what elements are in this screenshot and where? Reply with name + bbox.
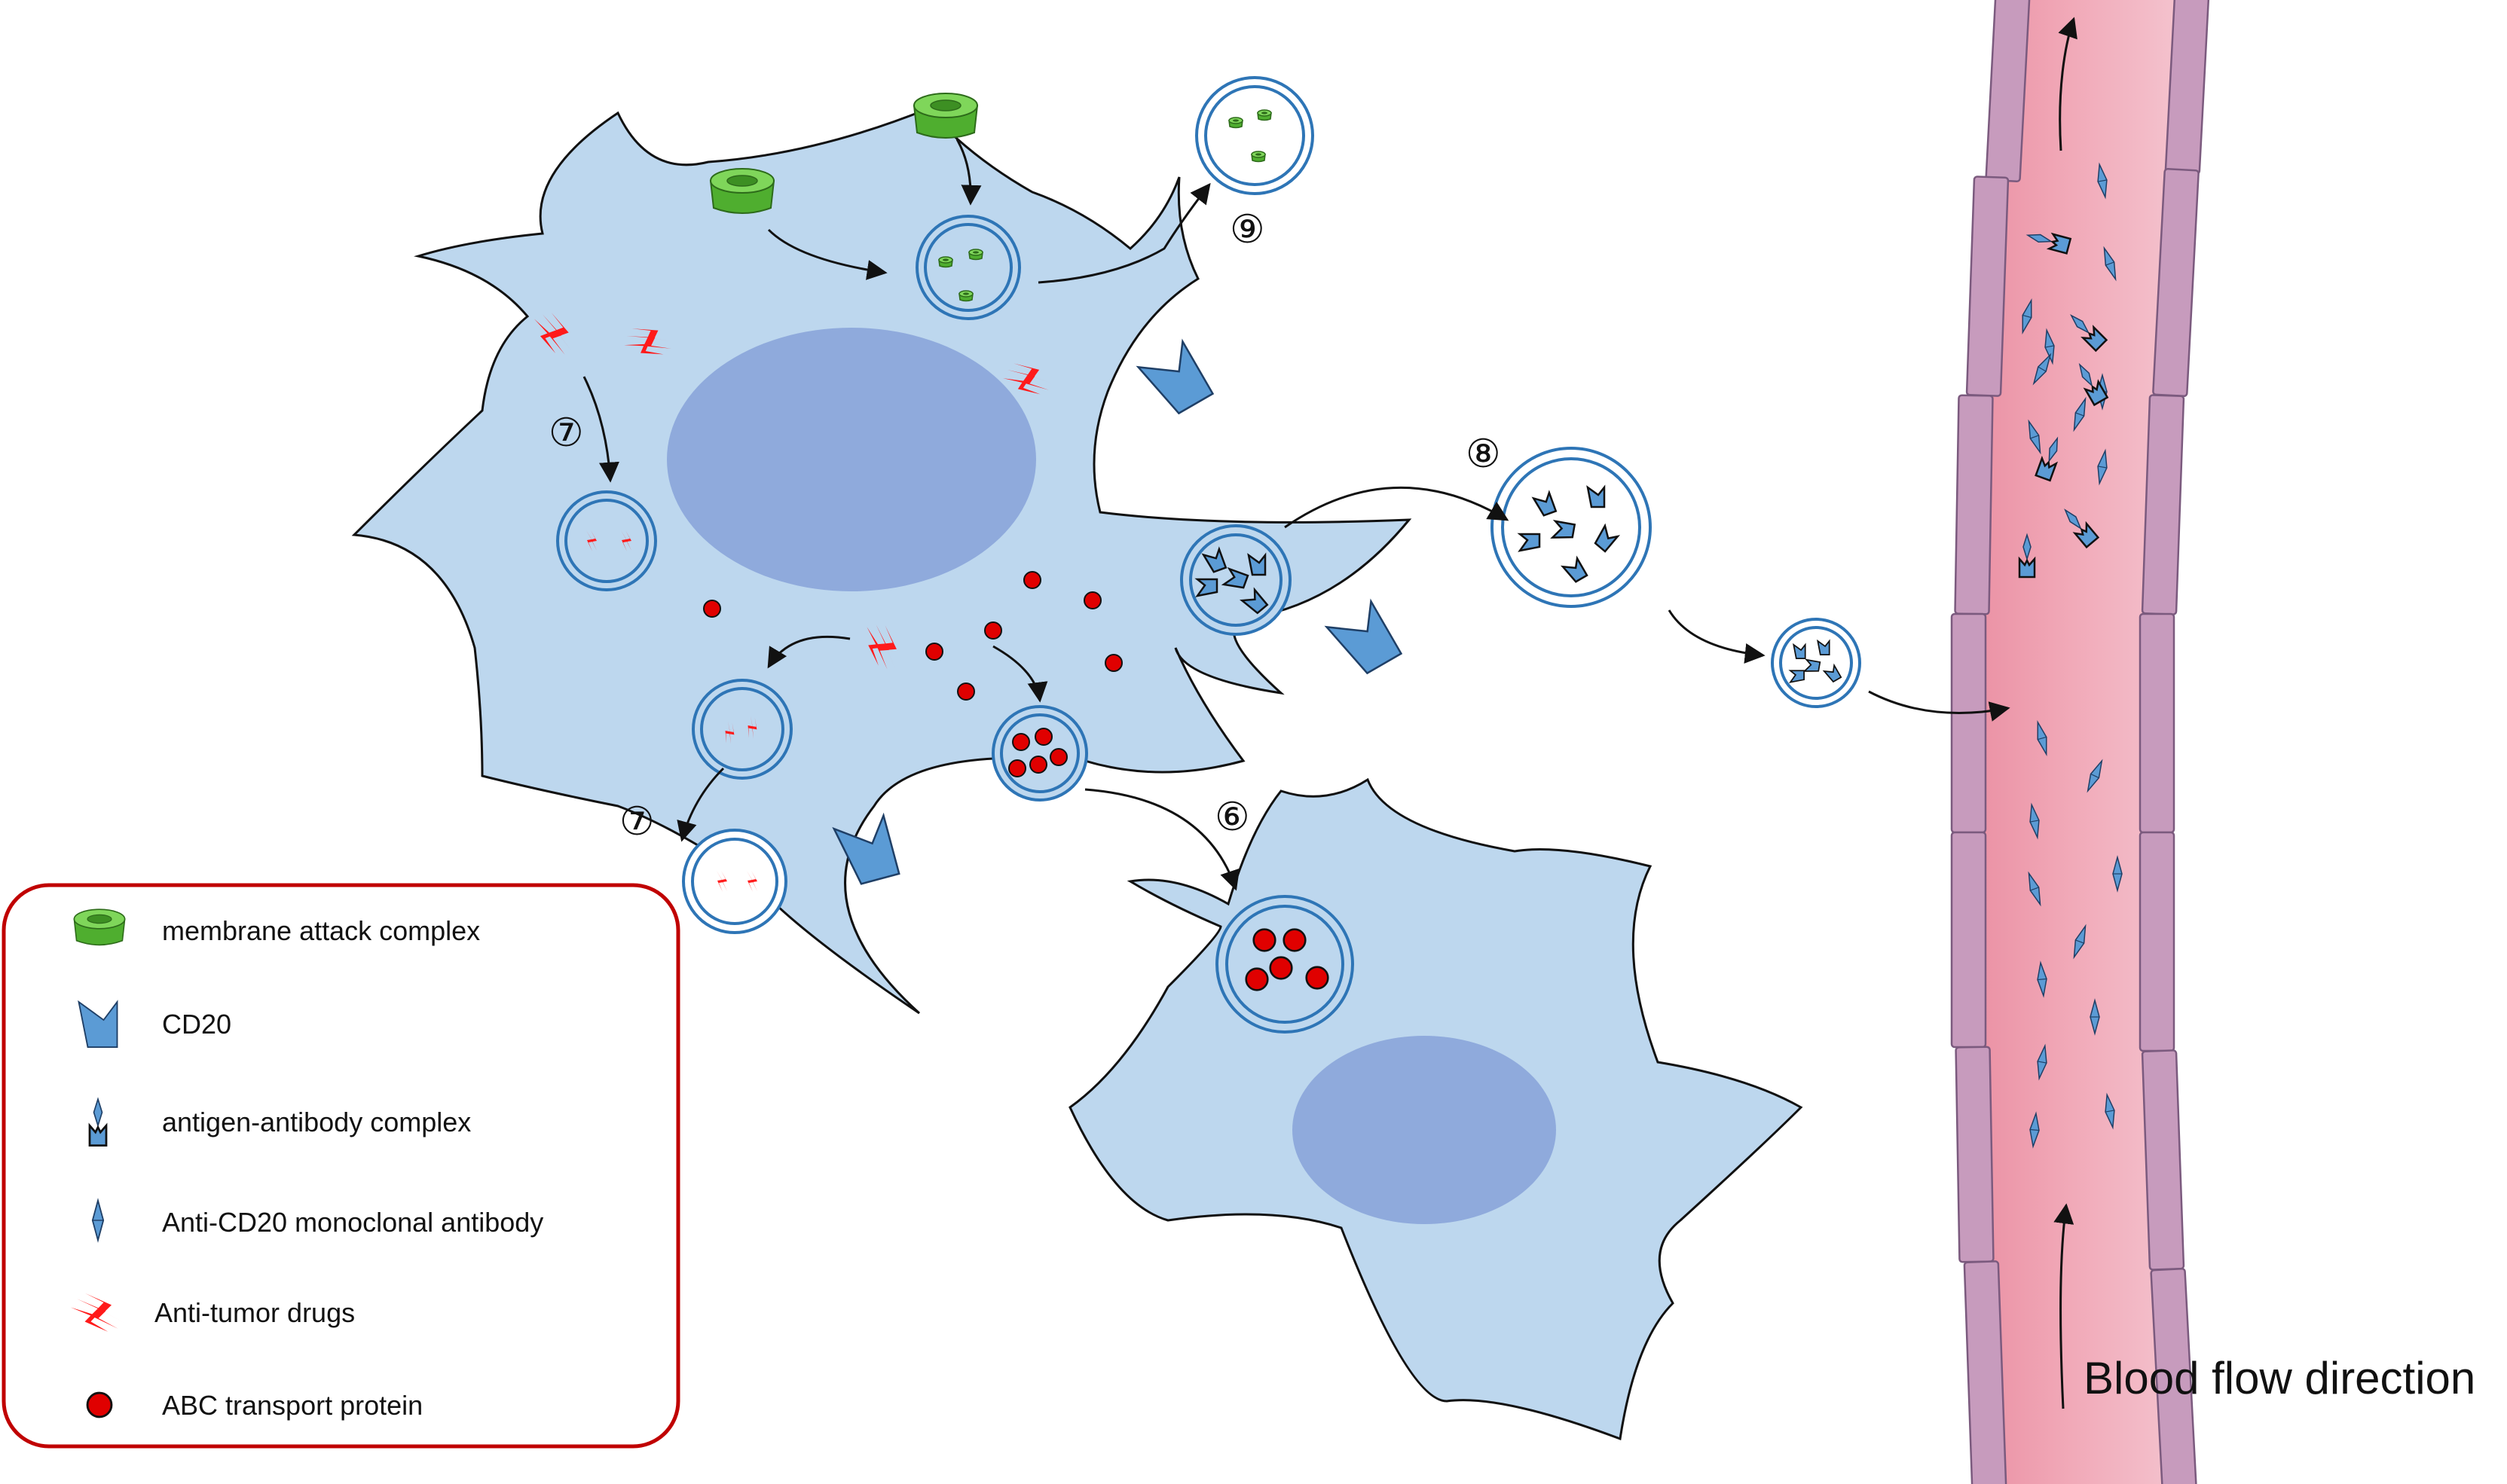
legend-item-mac: membrane attack complex: [73, 908, 480, 946]
vesicle-abc-second-cell: [1215, 895, 1354, 1034]
legend-item-abc: ABC transport protein: [86, 1390, 423, 1421]
legend-label-abc: ABC transport protein: [162, 1390, 423, 1421]
step-9: ⑨: [1230, 208, 1265, 252]
step-8: ⑧: [1466, 432, 1501, 476]
legend-frame: [2, 883, 680, 1449]
vessel-wall-right: [2139, 0, 2210, 1484]
step-7-upper: ⑦: [549, 411, 584, 455]
flow-arrow-bottom: [2053, 1203, 2074, 1409]
vesicle-cd20-inner: [1180, 524, 1292, 636]
nucleus-main: [667, 328, 1036, 591]
vesicle-drugs-lower: [692, 679, 793, 780]
legend-item-complex: antigen-antibody complex: [88, 1098, 471, 1147]
flow-arrow-top: [2058, 17, 2077, 151]
legend-item-antibody: Anti-CD20 monoclonal antibody: [91, 1199, 543, 1241]
membrane-attack-complex-icon: [73, 908, 126, 946]
vesicle-cd20-released-small: [1771, 618, 1861, 708]
legend-item-drug: Anti-tumor drugs: [69, 1284, 355, 1345]
legend-label-cd20: CD20: [162, 1009, 231, 1040]
tumor-cell-second: [1069, 777, 1803, 1441]
vesicle-mac-released: [1195, 76, 1314, 195]
legend-label-complex: antigen-antibody complex: [162, 1107, 471, 1137]
blood-vessel: Blood flow direction: [1950, 0, 2475, 1484]
mac-on-membrane-2: [913, 93, 978, 139]
process-arrows: [582, 139, 2010, 891]
legend-label-mac: membrane attack complex: [162, 915, 480, 946]
abc-protein-icon: [86, 1391, 113, 1418]
legend-item-cd20: CD20: [78, 1001, 231, 1048]
legend-label-antibody: Anti-CD20 monoclonal antibody: [162, 1207, 543, 1238]
mac-on-membrane-1: [710, 168, 775, 214]
cd20-receptor-1: [1137, 340, 1214, 420]
cd20-receptor-2: [1325, 600, 1402, 680]
tumor-cell-main: [351, 108, 1412, 1015]
flow-direction-label: Blood flow direction: [2084, 1353, 2475, 1403]
nucleus-second: [1292, 1036, 1556, 1224]
legend: membrane attack complex CD20 antigen-ant…: [2, 883, 680, 1449]
legend-label-drug: Anti-tumor drugs: [154, 1297, 355, 1328]
step-6: ⑥: [1215, 795, 1250, 839]
vesicle-drugs-released: [682, 829, 787, 934]
vesicle-abc-inner: [992, 705, 1088, 802]
vesicle-drugs-upper: [556, 490, 657, 591]
vesicle-mac-inner: [916, 215, 1021, 320]
vesicle-cd20-released-large: [1490, 447, 1652, 608]
step-7-lower: ⑦: [619, 800, 655, 844]
vessel-wall-left: [1950, 0, 2031, 1484]
